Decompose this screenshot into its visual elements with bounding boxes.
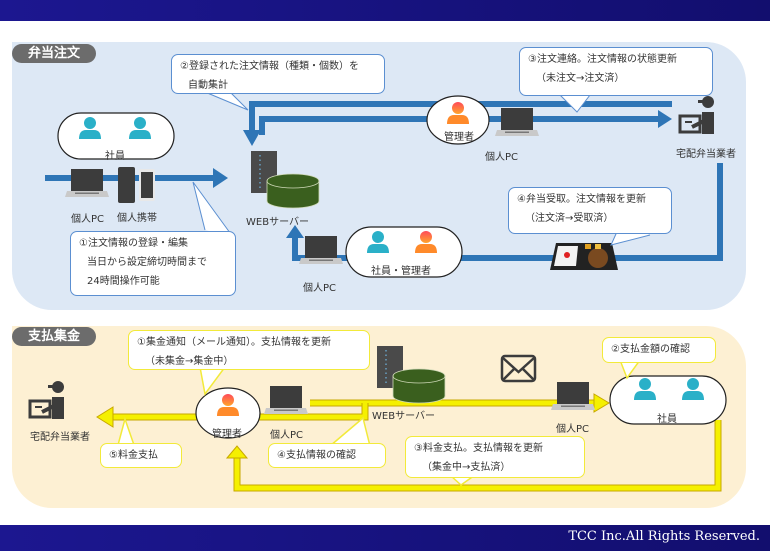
personal-pc-label: 個人PC: [71, 214, 105, 225]
mobile-phone-icon: [118, 167, 155, 203]
header-bar: [0, 0, 770, 21]
callout-text: 自動集計: [188, 80, 228, 91]
pay-arrow-server-to-employees: [310, 393, 610, 413]
footer-bar: TCC Inc.All Rights Reserved.: [0, 525, 770, 551]
callout-tail: [559, 94, 591, 113]
callout-text: （未集金→集金中）: [145, 356, 234, 367]
order-arrow-vendor-to-receive: [286, 163, 723, 261]
employee-pc-label: 個人PC: [556, 424, 590, 435]
mail-icon: [500, 354, 537, 383]
callout-order-step3: ③注文連絡。注文情報の状態更新 （未注文→注文済）: [519, 47, 713, 96]
manager-pc-label: 個人PC: [270, 430, 304, 441]
callout-text: 24時間操作可能: [87, 276, 160, 287]
callout-pay-step4: ④支払情報の確認: [268, 443, 386, 468]
callout-text: ②登録された注文情報（種類・個数）を: [180, 61, 359, 72]
callout-order-step2: ②登録された注文情報（種類・個数）を 自動集計: [171, 54, 385, 94]
pay-arrow-employees-to-manager: [225, 420, 722, 492]
order-section-title: 弁当注文: [12, 44, 96, 63]
web-server-icon: [250, 150, 320, 209]
order-arrow-aggregate-to-server: [243, 101, 672, 146]
callout-pay-step2: ②支払金額の確認: [602, 337, 716, 363]
laptop-icon: [551, 382, 595, 410]
employees-label: 社員: [105, 151, 125, 162]
copyright-text: TCC Inc.All Rights Reserved.: [568, 529, 760, 544]
laptop-icon: [65, 169, 109, 197]
callout-tail: [117, 416, 135, 446]
callout-pay-step1: ①集金通知（メール通知）。支払情報を更新 （未集金→集金中）: [128, 330, 370, 370]
manager-label: 管理者: [212, 429, 242, 440]
callout-text: ④支払情報の確認: [277, 450, 356, 461]
manager-label: 管理者: [444, 132, 474, 143]
callout-text: （注文済→受取済）: [525, 213, 614, 224]
manager-pc-label: 個人PC: [485, 152, 519, 163]
payment-section-title: 支払集金: [12, 327, 96, 346]
callout-text: ①集金通知（メール通知）。支払情報を更新: [137, 337, 331, 348]
callout-tail: [619, 359, 641, 380]
bento-box-icon: [550, 243, 618, 270]
pay-arrow-manager-to-vendor: [96, 403, 369, 428]
callout-text: （集金中→支払済）: [422, 462, 511, 473]
callout-text: ①注文情報の登録・編集: [79, 238, 188, 249]
vendor-label: 宅配弁当業者: [676, 149, 736, 160]
employee-manager-pc-label: 個人PC: [303, 283, 337, 294]
callout-text: ③注文連絡。注文情報の状態更新: [528, 54, 677, 65]
callout-text: 当日から設定締切時間まで: [87, 257, 207, 268]
callout-tail: [192, 181, 234, 238]
callout-pay-step3: ③料金支払。支払情報を更新 （集金中→支払済）: [405, 436, 585, 478]
callout-tail: [204, 91, 249, 111]
callout-pay-step5: ⑤料金支払: [100, 443, 182, 468]
employees-label: 社員: [657, 414, 677, 425]
web-server-label: WEBサーバー: [372, 411, 435, 422]
delivery-vendor-icon: [678, 94, 716, 136]
callout-order-step4: ④弁当受取。注文情報を更新 （注文済→受取済）: [508, 187, 672, 234]
web-server-label: WEBサーバー: [246, 217, 309, 228]
callout-order-step1: ①注文情報の登録・編集 当日から設定締切時間まで 24時間操作可能: [70, 231, 236, 296]
callout-text: ④弁当受取。注文情報を更新: [517, 194, 646, 205]
callout-text: ⑤料金支払: [109, 450, 158, 461]
callout-tail: [329, 416, 371, 447]
employee-manager-label: 社員・管理者: [371, 266, 431, 277]
web-server-icon: [376, 345, 446, 404]
personal-mobile-label: 個人携帯: [117, 213, 157, 224]
callout-text: ②支払金額の確認: [611, 344, 690, 355]
laptop-icon: [264, 386, 308, 414]
vendor-label: 宅配弁当業者: [30, 432, 90, 443]
laptop-icon: [299, 236, 343, 264]
callout-text: ③料金支払。支払情報を更新: [414, 443, 543, 454]
delivery-vendor-icon: [28, 379, 66, 421]
callout-text: （未注文→注文済）: [536, 73, 625, 84]
callout-tail: [199, 366, 226, 396]
laptop-icon: [495, 108, 539, 136]
